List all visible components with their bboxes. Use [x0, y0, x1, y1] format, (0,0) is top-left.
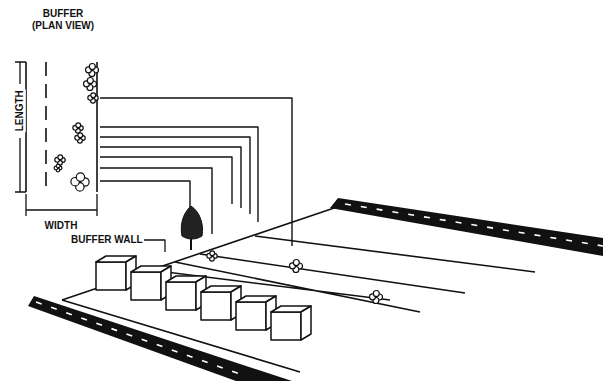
width-dimension [26, 194, 97, 216]
buffer-centerline [45, 62, 47, 192]
dimension-label: WIDTH [44, 220, 79, 232]
shrub [76, 123, 81, 128]
wall-block [96, 262, 126, 290]
shrub [210, 251, 215, 256]
shrub [78, 133, 83, 138]
leader-line [100, 127, 258, 222]
shrub [373, 291, 379, 297]
wall-block [131, 272, 161, 300]
shrub [87, 78, 93, 84]
shrub [58, 155, 63, 160]
road-marking [345, 204, 603, 246]
shrub [76, 173, 84, 181]
wall-block [201, 292, 231, 320]
leader-line [100, 137, 250, 214]
wall-block [271, 312, 301, 340]
tree [181, 206, 202, 250]
buffer-edge [26, 62, 97, 192]
leader-line [100, 98, 292, 246]
road [330, 198, 603, 256]
shrub [89, 64, 95, 70]
wall-block [301, 306, 311, 340]
view-title: BUFFER (PLAN VIEW) [26, 8, 100, 31]
leader-line [100, 147, 241, 208]
road [28, 296, 292, 381]
part-label: BUFFER WALL [70, 234, 144, 246]
shrub [293, 260, 299, 266]
wall-block [166, 282, 196, 310]
wall-block [236, 302, 266, 330]
strip-line [200, 236, 535, 293]
leader-line [100, 181, 190, 212]
dimension-label: LENGTH [14, 89, 26, 132]
shrub [91, 93, 96, 98]
sidewalk-line [150, 262, 420, 312]
shrub [56, 164, 60, 168]
length-dimension [15, 62, 26, 192]
